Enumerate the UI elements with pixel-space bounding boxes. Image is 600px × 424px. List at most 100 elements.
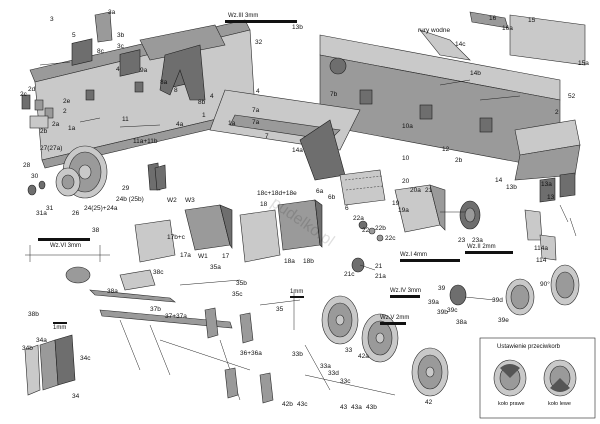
gauge-label-1mm-b: 1mm — [53, 325, 66, 331]
svg-text:37+37a: 37+37a — [165, 313, 187, 320]
svg-text:16: 16 — [489, 15, 497, 22]
svg-text:13: 13 — [547, 194, 555, 201]
svg-text:35: 35 — [276, 306, 284, 313]
svg-text:35c: 35c — [232, 291, 243, 298]
svg-text:23a: 23a — [472, 237, 483, 244]
brake-frames-37 — [119, 307, 274, 404]
svg-text:2: 2 — [555, 109, 559, 116]
svg-text:13b: 13b — [506, 184, 517, 191]
svg-text:7b: 7b — [330, 91, 338, 98]
svg-text:7a: 7a — [252, 107, 260, 114]
svg-text:38a: 38a — [456, 319, 467, 326]
right-frame — [319, 34, 561, 171]
svg-text:8a: 8a — [160, 79, 168, 86]
svg-text:10: 10 — [402, 155, 410, 162]
svg-text:W1: W1 — [198, 253, 208, 260]
brake-rigging — [25, 245, 233, 329]
gauge-bar-wz5 — [380, 322, 406, 325]
svg-text:14b: 14b — [470, 70, 481, 77]
svg-text:8: 8 — [174, 87, 178, 94]
svg-text:11a+11b: 11a+11b — [133, 138, 158, 145]
svg-text:27(27a): 27(27a) — [40, 145, 62, 152]
svg-text:20: 20 — [402, 178, 410, 185]
svg-text:17a: 17a — [180, 252, 191, 259]
svg-text:31: 31 — [46, 205, 54, 212]
svg-text:6a: 6a — [316, 188, 324, 195]
svg-text:38a: 38a — [107, 288, 118, 295]
gauge-label-wz5: Wz.V 2mm — [380, 315, 409, 321]
wheels-39 — [449, 264, 580, 316]
inset-right-wheel-label: koło prawe — [498, 401, 525, 407]
svg-text:21c: 21c — [344, 271, 355, 278]
svg-text:20a: 20a — [410, 187, 421, 194]
svg-text:4: 4 — [116, 66, 120, 73]
bolts-114 — [524, 204, 577, 261]
svg-text:13b: 13b — [292, 24, 303, 31]
svg-text:42b: 42b — [282, 401, 293, 408]
svg-text:21: 21 — [425, 187, 433, 194]
svg-text:6b: 6b — [328, 194, 336, 201]
svg-text:12: 12 — [442, 146, 450, 153]
svg-text:14c: 14c — [455, 41, 466, 48]
svg-text:37b: 37b — [150, 306, 161, 313]
svg-text:43b: 43b — [366, 404, 377, 411]
svg-text:14: 14 — [495, 177, 503, 184]
svg-text:17b+c: 17b+c — [167, 234, 186, 241]
svg-text:32: 32 — [255, 39, 263, 46]
svg-text:2b: 2b — [40, 128, 48, 135]
gauge-bar-wz4 — [390, 295, 420, 298]
gauge-bar-1mm-b — [53, 322, 67, 324]
svg-text:33b: 33b — [292, 351, 303, 358]
inset-left-wheel-label: koło lewe — [548, 401, 571, 407]
svg-text:2a: 2a — [52, 121, 60, 128]
svg-text:2e: 2e — [63, 98, 71, 105]
pump-19-20 — [394, 184, 481, 233]
svg-text:31a: 31a — [36, 210, 47, 217]
svg-text:43: 43 — [340, 404, 348, 411]
svg-text:42: 42 — [425, 399, 433, 406]
svg-text:21: 21 — [375, 263, 383, 270]
svg-text:2: 2 — [63, 108, 67, 115]
svg-text:18b: 18b — [303, 258, 314, 265]
svg-text:14a: 14a — [292, 147, 303, 154]
svg-text:39d: 39d — [492, 297, 503, 304]
svg-text:38c: 38c — [153, 269, 164, 276]
gauge-label-wz3: Wz.III 3mm — [228, 13, 258, 19]
svg-text:17: 17 — [222, 253, 230, 260]
svg-text:1a: 1a — [68, 125, 76, 132]
svg-text:43c: 43c — [297, 401, 308, 408]
tail-parts — [514, 119, 581, 203]
svg-text:39c: 39c — [447, 307, 458, 314]
svg-text:114: 114 — [536, 257, 547, 264]
svg-text:W3: W3 — [185, 197, 195, 204]
gauge-label-1mm: 1mm — [290, 289, 303, 295]
svg-text:15: 15 — [528, 17, 536, 24]
svg-text:4: 4 — [256, 88, 260, 95]
parts-22 — [358, 220, 384, 242]
svg-text:7a: 7a — [252, 119, 260, 126]
svg-text:43a: 43a — [351, 404, 362, 411]
svg-text:3c: 3c — [117, 43, 125, 50]
gauge-label-wz4: Wz.IV 3mm — [390, 288, 421, 294]
gauge-bar-wz3 — [225, 20, 297, 23]
svg-text:39b: 39b — [437, 309, 448, 316]
reverser-21 — [351, 257, 376, 273]
svg-text:10a: 10a — [402, 123, 413, 130]
svg-text:33a: 33a — [320, 363, 331, 370]
svg-text:W2: W2 — [167, 197, 177, 204]
svg-text:34c: 34c — [80, 355, 91, 362]
svg-text:5: 5 — [72, 32, 76, 39]
svg-text:33d: 33d — [328, 370, 339, 377]
svg-text:22a: 22a — [353, 215, 364, 222]
inset-title: Ustawienie przeciwkorb — [497, 344, 561, 350]
svg-text:34a: 34a — [36, 337, 47, 344]
svg-text:29: 29 — [122, 185, 130, 192]
svg-text:15a: 15a — [578, 60, 589, 67]
gauge-bar-wz2 — [465, 251, 513, 254]
svg-text:2d: 2d — [28, 86, 36, 93]
top-small-parts — [94, 11, 586, 101]
svg-text:6: 6 — [345, 205, 349, 212]
svg-text:21a: 21a — [375, 273, 386, 280]
svg-text:30: 30 — [31, 173, 39, 180]
